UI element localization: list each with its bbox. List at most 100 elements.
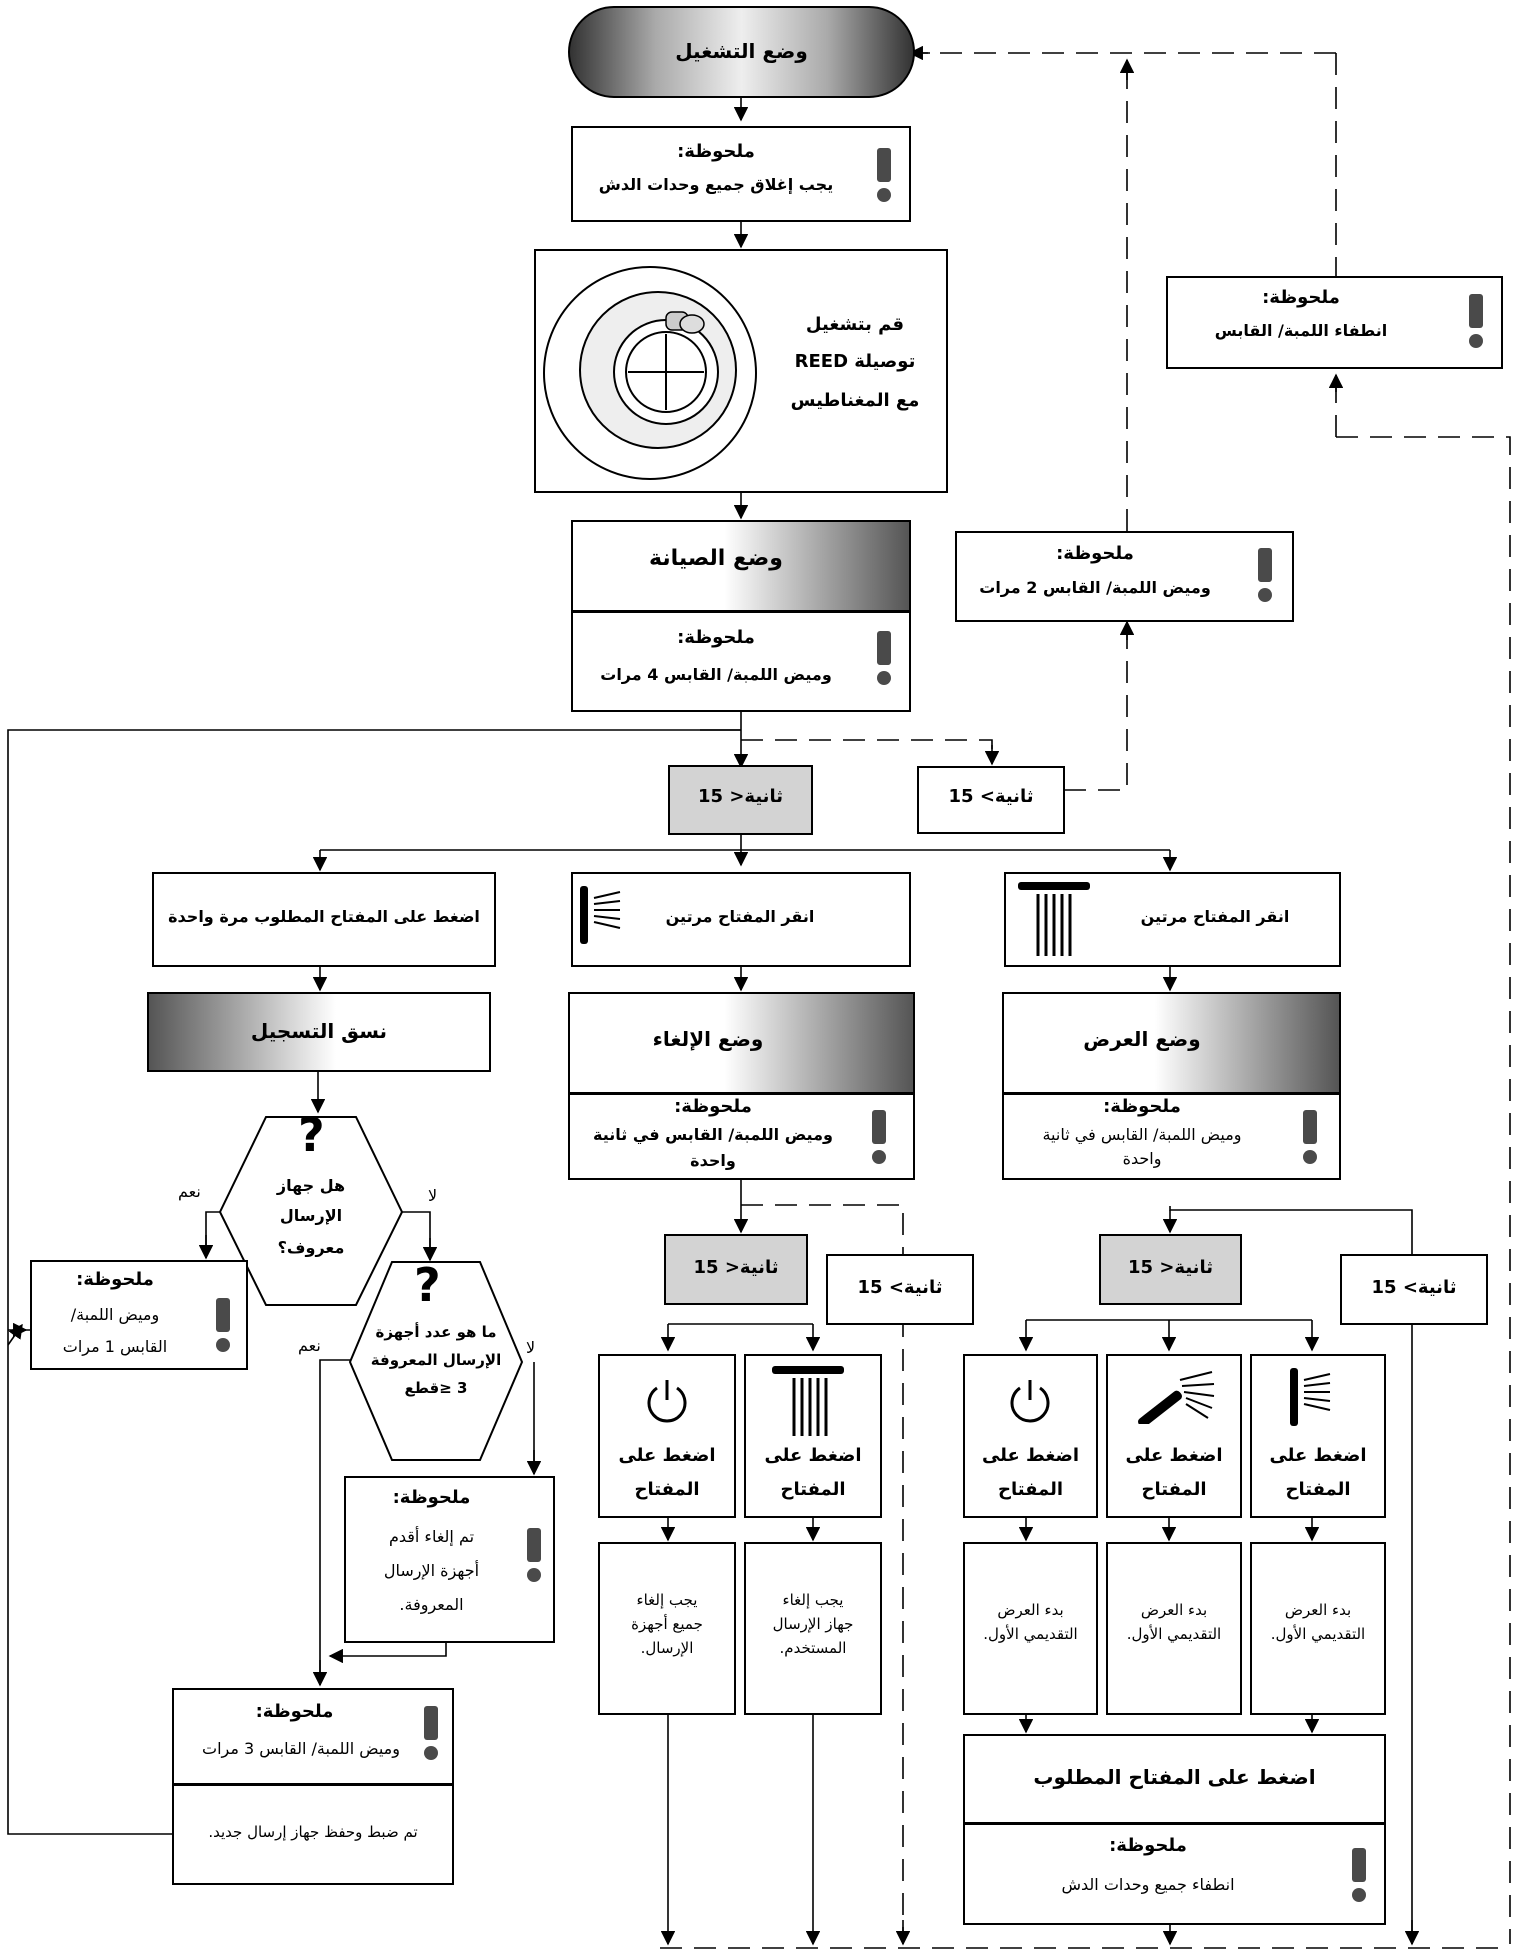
start-demo-1: بدء العرض (1140, 1601, 1208, 1619)
learn-mode-header (147, 992, 491, 1072)
delete-used-3: المستخدم. (779, 1639, 847, 1657)
blink-1s-line1: وميض اللمبة/ القابس في ثانية (593, 1125, 833, 1144)
press-required-key-box (963, 1734, 1386, 1824)
double-click-hand-shower-box (571, 872, 911, 967)
note-oldest-deleted (344, 1476, 555, 1643)
reed-text-2: توصيلة REED (794, 351, 916, 372)
overhead-shower-icon (1018, 882, 1090, 956)
press-key-2: المفتاح (997, 1479, 1064, 1500)
demo-mode-label: وضع العرض (1083, 1027, 1201, 1051)
yes-label: نعم (298, 1336, 321, 1355)
reed-magnet-image (543, 266, 757, 480)
reed-text-1: قم بتشغيل (805, 314, 905, 335)
press-key-1: اضغط على (1269, 1445, 1367, 1466)
delete-all-1: يجب إلغاء (636, 1591, 698, 1609)
press-once-text: اضغط على المفتاح المطلوب مرة واحدة (168, 907, 480, 926)
power-icon (647, 1380, 687, 1423)
no-label: لا (428, 1186, 438, 1205)
timer-gt-15-label: 15 <ثانية (1371, 1277, 1457, 1298)
oldest-deleted-3: المعروفة. (399, 1595, 464, 1614)
note-blink-3 (172, 1688, 454, 1785)
decision-transmitter-count (348, 1261, 524, 1461)
delete-used-1: يجب إلغاء (782, 1591, 844, 1609)
note-blink-4-text: وميض اللمبة/ القابس 4 مرات (600, 665, 832, 684)
yes-label: نعم (178, 1182, 201, 1201)
question-icon: ? (414, 1258, 441, 1312)
timer-gt-15-main (917, 766, 1065, 834)
note-title: ملحوظة: (1109, 1835, 1187, 1856)
timer-gt-15-demo (1340, 1254, 1488, 1325)
note-blink-2 (955, 531, 1294, 622)
press-key-2: المفتاح (1141, 1479, 1207, 1500)
press-key-1: اضغط على (981, 1445, 1080, 1466)
start-demo-1: بدء العرض (997, 1601, 1064, 1619)
oldest-deleted-1: تم إلغاء أقدم (388, 1527, 475, 1546)
question-count-1: ما هو عدد أجهزة (375, 1323, 497, 1341)
double-click-text: انقر المفتاح مرتين (665, 907, 815, 926)
note-blink-1s-delete (568, 1093, 915, 1180)
note-lamp-off-text: انطفاء اللمبة/ القابس (1214, 321, 1388, 340)
hand-shower-icon (580, 886, 621, 944)
note-title: ملحوظة: (674, 1096, 752, 1117)
note-blink-1-line2: القابس 1 مرات (62, 1337, 168, 1356)
press-hand-shower-key-demo (1250, 1354, 1386, 1518)
question-count-3: 3 ≤قطع (404, 1379, 468, 1397)
note-title: ملحوظة: (76, 1269, 154, 1290)
note-title: ملحوظة: (677, 627, 755, 648)
decision-known-transmitter (218, 1116, 404, 1306)
learn-mode-label: نسق التسجيل (250, 1019, 388, 1043)
note-title: ملحوظة: (1056, 543, 1134, 564)
delete-mode-label: وضع الإلغاء (652, 1027, 764, 1051)
note-title: ملحوظة: (392, 1487, 471, 1508)
note-blink-1-line1: وميض اللمبة/ (70, 1305, 160, 1324)
press-key-2: المفتاح (780, 1479, 846, 1500)
note-title: ملحوظة: (1103, 1096, 1181, 1117)
question-icon: ? (298, 1108, 325, 1162)
note-close-showers (571, 126, 911, 222)
start-demo-2: التقديمي الأول. (1270, 1625, 1366, 1643)
timer-lt-15-label: 15 >ثانية (698, 786, 783, 807)
double-click-text: انقر المفتاح مرتين (1140, 907, 1290, 926)
note-title: ملحوظة: (255, 1701, 334, 1722)
timer-lt-15-label: 15 >ثانية (1128, 1257, 1213, 1278)
note-blink-3-text: وميض اللمبة/ القابس 3 مرات (202, 1739, 400, 1758)
timer-lt-15-label: 15 >ثانية (693, 1257, 779, 1278)
start-demo-box-1 (963, 1542, 1098, 1715)
delete-all-box (598, 1542, 736, 1715)
hand-shower-icon (1290, 1368, 1331, 1426)
question-known-1: هل جهاز (276, 1176, 346, 1195)
press-required-key-label: اضغط على المفتاح المطلوب (1033, 1765, 1316, 1789)
timer-gt-15-label: 15 <ثانية (857, 1277, 943, 1298)
start-demo-box-2 (1106, 1542, 1242, 1715)
press-overhead-key-delete (744, 1354, 882, 1518)
start-demo-2: التقديمي الأول. (1126, 1625, 1222, 1643)
question-known-2: الإرسال (279, 1206, 343, 1225)
note-lamp-off (1166, 276, 1503, 369)
start-mode-label: وضع التشغيل (675, 39, 808, 63)
press-key-1: اضغط على (618, 1445, 716, 1466)
note-blink-2-text: وميض اللمبة/ القابس 2 مرات (979, 578, 1211, 597)
start-demo-box-3 (1250, 1542, 1386, 1715)
timer-lt-15-delete (664, 1234, 808, 1305)
note-showers-off-text: انطفاء جميع وحدات الدش (1061, 1875, 1235, 1894)
start-demo-2: التقديمي الأول. (983, 1625, 1078, 1643)
delete-mode-header (568, 992, 915, 1094)
note-blink-4 (571, 611, 911, 712)
delete-used-2: جهاز الإرسال (772, 1615, 854, 1633)
oldest-deleted-2: أجهزة الإرسال (383, 1561, 480, 1580)
new-transmitter-saved-text: تم ضبط وحفظ جهاز إرسال جديد. (208, 1823, 418, 1841)
press-side-shower-key-demo (1106, 1354, 1242, 1518)
note-close-showers-text: يجب إغلاق جميع وحدات الدش (598, 175, 834, 194)
note-title: ملحوظة: (1262, 287, 1340, 308)
press-once-box (152, 872, 496, 967)
question-count-2: الإرسال المعروفة (370, 1351, 502, 1369)
reed-text-3: مع المغناطيس (790, 390, 920, 411)
press-key-1: اضغط على (764, 1445, 862, 1466)
note-blink-1 (30, 1260, 248, 1370)
blink-1s-line2: واحدة (690, 1151, 736, 1170)
start-mode-pill (568, 6, 915, 98)
note-blink-1s-demo (1002, 1093, 1341, 1180)
new-transmitter-saved-box (172, 1784, 454, 1885)
timer-gt-15-delete (826, 1254, 974, 1325)
